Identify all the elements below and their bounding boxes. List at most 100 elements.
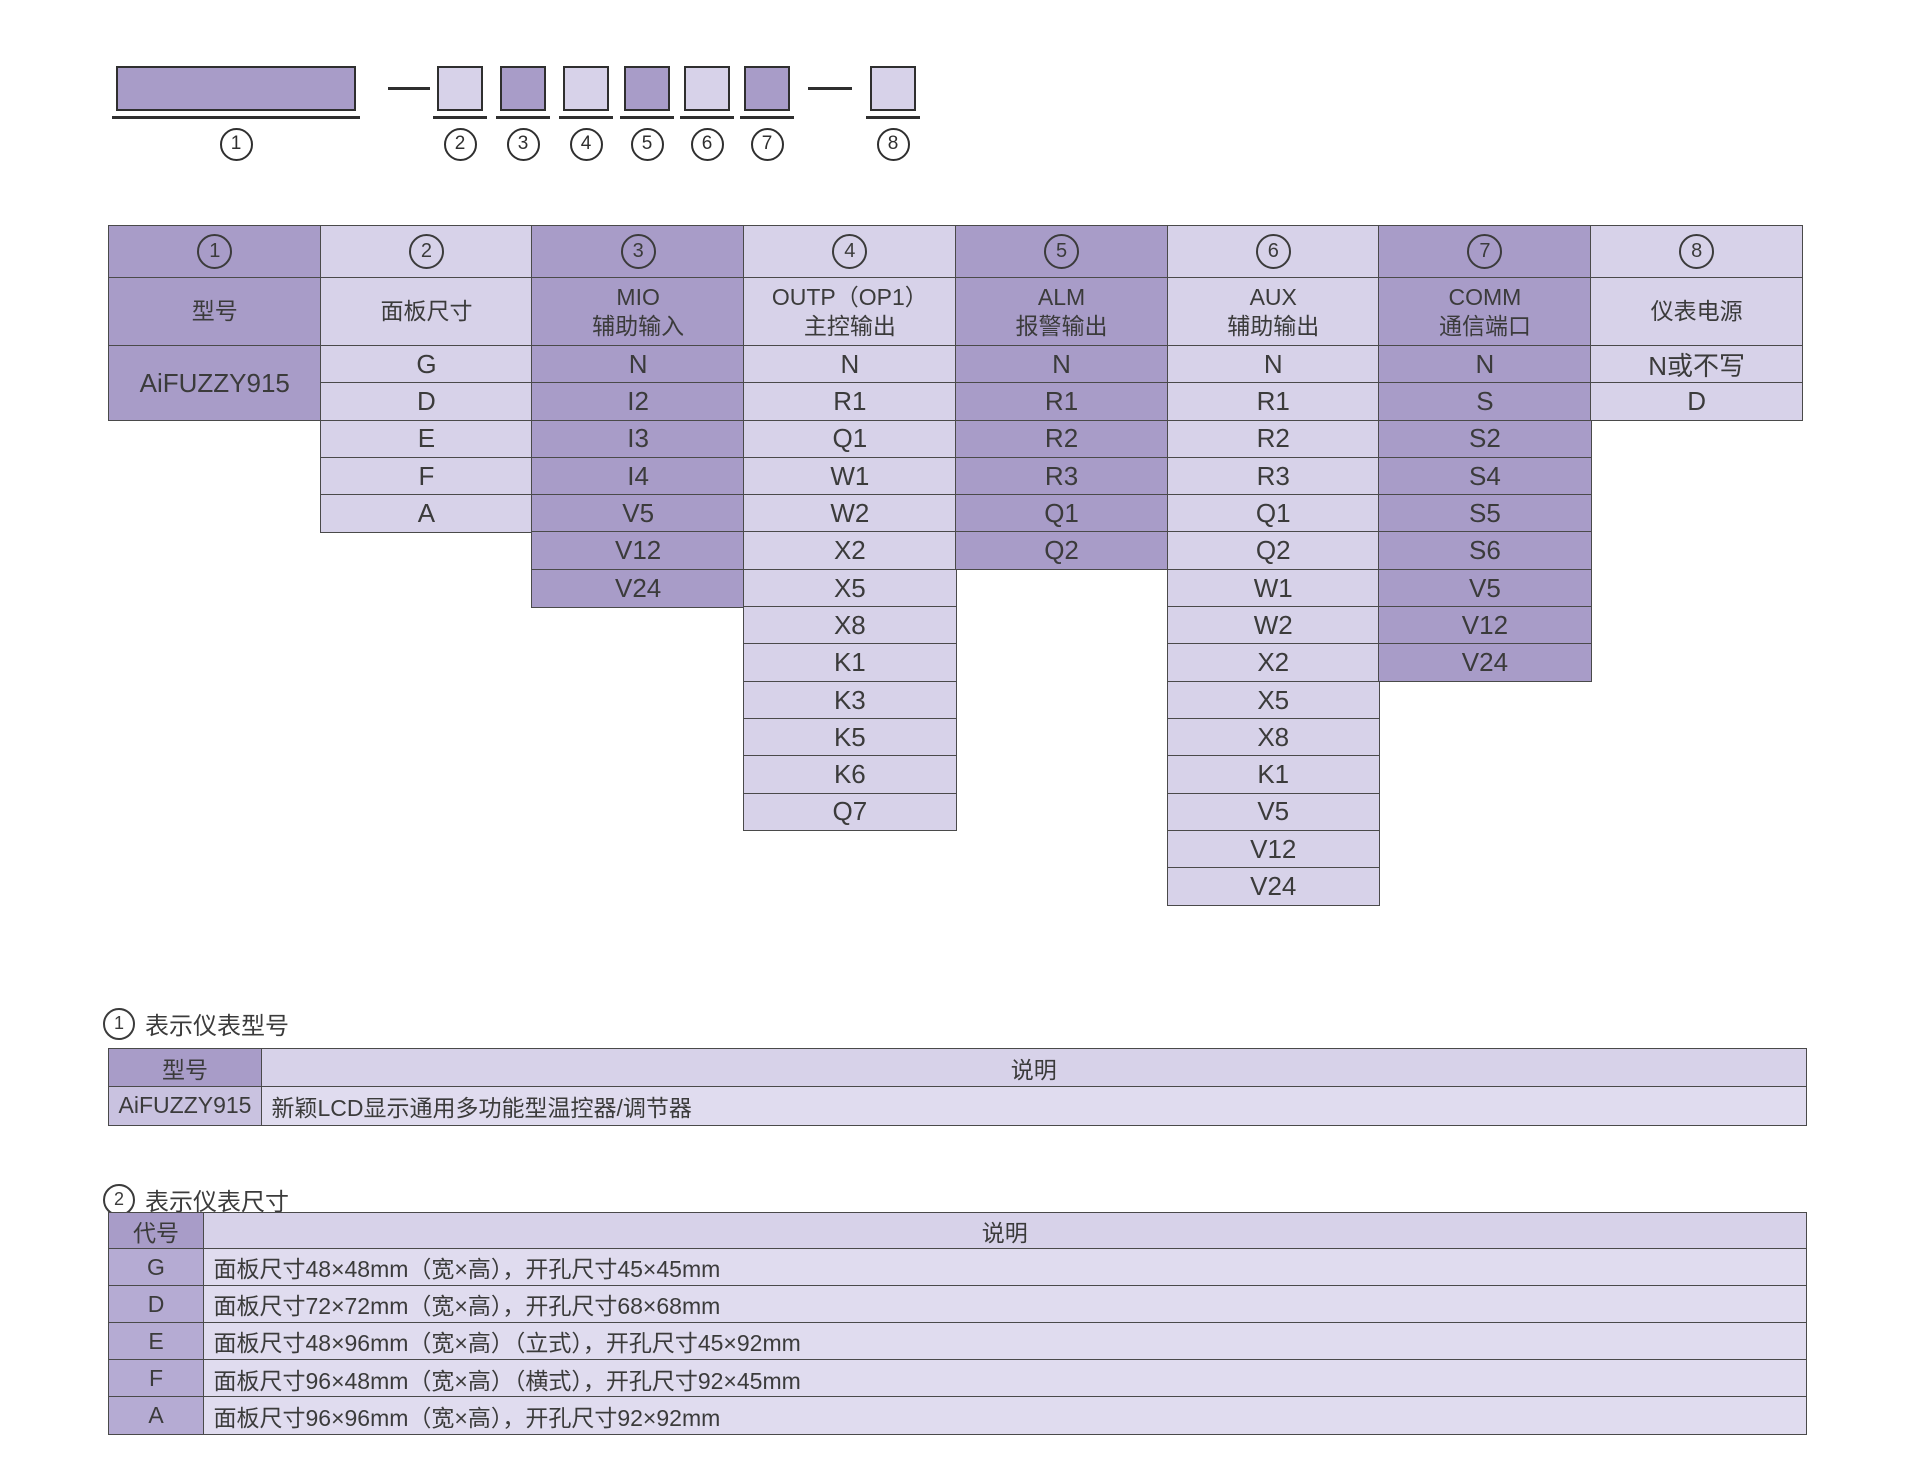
code-box-3-rect [500, 66, 546, 111]
description-cell: 面板尺寸96×48mm（宽×高）（横式），开孔尺寸92×45mm [202, 1359, 1807, 1398]
circled-number-4-icon: 4 [569, 127, 603, 161]
value-cell: Q7 [743, 792, 957, 832]
description-header-cell: 说明 [202, 1212, 1807, 1250]
code-box-8: 8 [866, 66, 920, 161]
value-cell: W2 [743, 494, 957, 533]
header-title-cell: 型号 [108, 277, 322, 347]
key-header-cell: 代号 [108, 1212, 204, 1250]
header-title-line: 主控输出 [803, 312, 896, 339]
value-cell: I2 [531, 382, 745, 422]
header-number-cell: 2 [319, 225, 534, 279]
code-box-7: 7 [740, 66, 794, 161]
value-cell: R3 [954, 456, 1169, 496]
key-header-cell: 型号 [108, 1048, 262, 1088]
value-cell: Q1 [743, 419, 957, 459]
header-title-line: MIO [616, 283, 660, 310]
value-cell: S [1378, 382, 1592, 422]
value-cell: V24 [1166, 867, 1380, 906]
value-cell: K5 [743, 717, 957, 757]
value-cell: S4 [1378, 456, 1592, 496]
header-number-cell: 6 [1166, 225, 1380, 279]
code-box-2-underline [433, 116, 487, 119]
value-cell: A [319, 494, 534, 533]
description-cell: 面板尺寸96×96mm（宽×高），开孔尺寸92×92mm [202, 1396, 1807, 1435]
header-title-line: 型号 [191, 298, 238, 325]
code-box-5: 5 [620, 66, 674, 161]
circled-number-7-icon: 7 [750, 127, 784, 161]
code-box-8-rect [870, 66, 916, 111]
description-header-cell: 说明 [260, 1048, 1807, 1088]
value-cell: I4 [531, 456, 745, 496]
value-cell: V5 [531, 494, 745, 533]
circled-number-2-icon: 2 [443, 127, 477, 161]
code-box-4-rect [563, 66, 609, 111]
value-cell: K3 [743, 680, 957, 720]
value-cell: K6 [743, 755, 957, 795]
value-cell: X8 [1166, 717, 1380, 757]
header-title-line: 辅助输出 [1227, 312, 1320, 339]
key-cell: E [108, 1322, 204, 1361]
value-cell: R1 [954, 382, 1169, 422]
value-cell: G [319, 345, 534, 384]
value-cell: V12 [1378, 606, 1592, 645]
code-box-7-underline [740, 116, 794, 119]
value-cell: N [743, 345, 957, 384]
value-cell: N [954, 345, 1169, 384]
description-cell: 面板尺寸48×48mm（宽×高），开孔尺寸45×45mm [202, 1248, 1807, 1287]
value-cell: V5 [1378, 568, 1592, 608]
code-box-4-underline [559, 116, 613, 119]
header-title-line: 仪表电源 [1650, 298, 1743, 325]
code-box-2: 2 [433, 66, 487, 161]
code-box-1-underline [112, 116, 360, 119]
key-cell: G [108, 1248, 204, 1287]
value-cell: V12 [531, 531, 745, 571]
value-cell: N [1166, 345, 1380, 384]
value-cell: AiFUZZY915 [108, 345, 322, 422]
circled-number-1-icon: 1 [219, 127, 253, 161]
description-cell: 新颖LCD显示通用多功能型温控器/调节器 [260, 1086, 1807, 1126]
header-title-line: 通信端口 [1438, 312, 1531, 339]
value-cell: W1 [1166, 568, 1380, 608]
key-cell: F [108, 1359, 204, 1398]
code-box-4: 4 [559, 66, 613, 161]
value-cell: K1 [743, 643, 957, 683]
value-cell: V12 [1166, 829, 1380, 869]
value-cell: X2 [743, 531, 957, 571]
value-cell: E [319, 419, 534, 459]
circled-number-3-icon: 3 [620, 234, 656, 270]
value-cell: X8 [743, 606, 957, 645]
circled-number-1-icon: 1 [197, 234, 233, 270]
circled-number-4-icon: 4 [832, 234, 868, 270]
value-cell: W2 [1166, 606, 1380, 645]
circled-number-1-icon: 1 [103, 1007, 135, 1040]
value-cell: V24 [531, 568, 745, 608]
header-title-line: OUTP（OP1） [771, 283, 928, 310]
circled-number-2-icon: 2 [408, 234, 444, 270]
circled-number-6-icon: 6 [690, 127, 724, 161]
header-number-cell: 1 [108, 225, 322, 279]
code-box-6: 6 [680, 66, 734, 161]
header-title-line: 面板尺寸 [380, 298, 473, 325]
value-cell: F [319, 456, 534, 496]
header-title-line: AUX [1249, 283, 1297, 310]
value-cell: D [1589, 382, 1804, 422]
header-title-cell: 仪表电源 [1589, 277, 1804, 347]
key-cell: A [108, 1396, 204, 1435]
table-column-1: 1 型号 AiFUZZY915 [108, 225, 322, 422]
header-number-cell: 7 [1378, 225, 1592, 279]
code-box-6-underline [680, 116, 734, 119]
